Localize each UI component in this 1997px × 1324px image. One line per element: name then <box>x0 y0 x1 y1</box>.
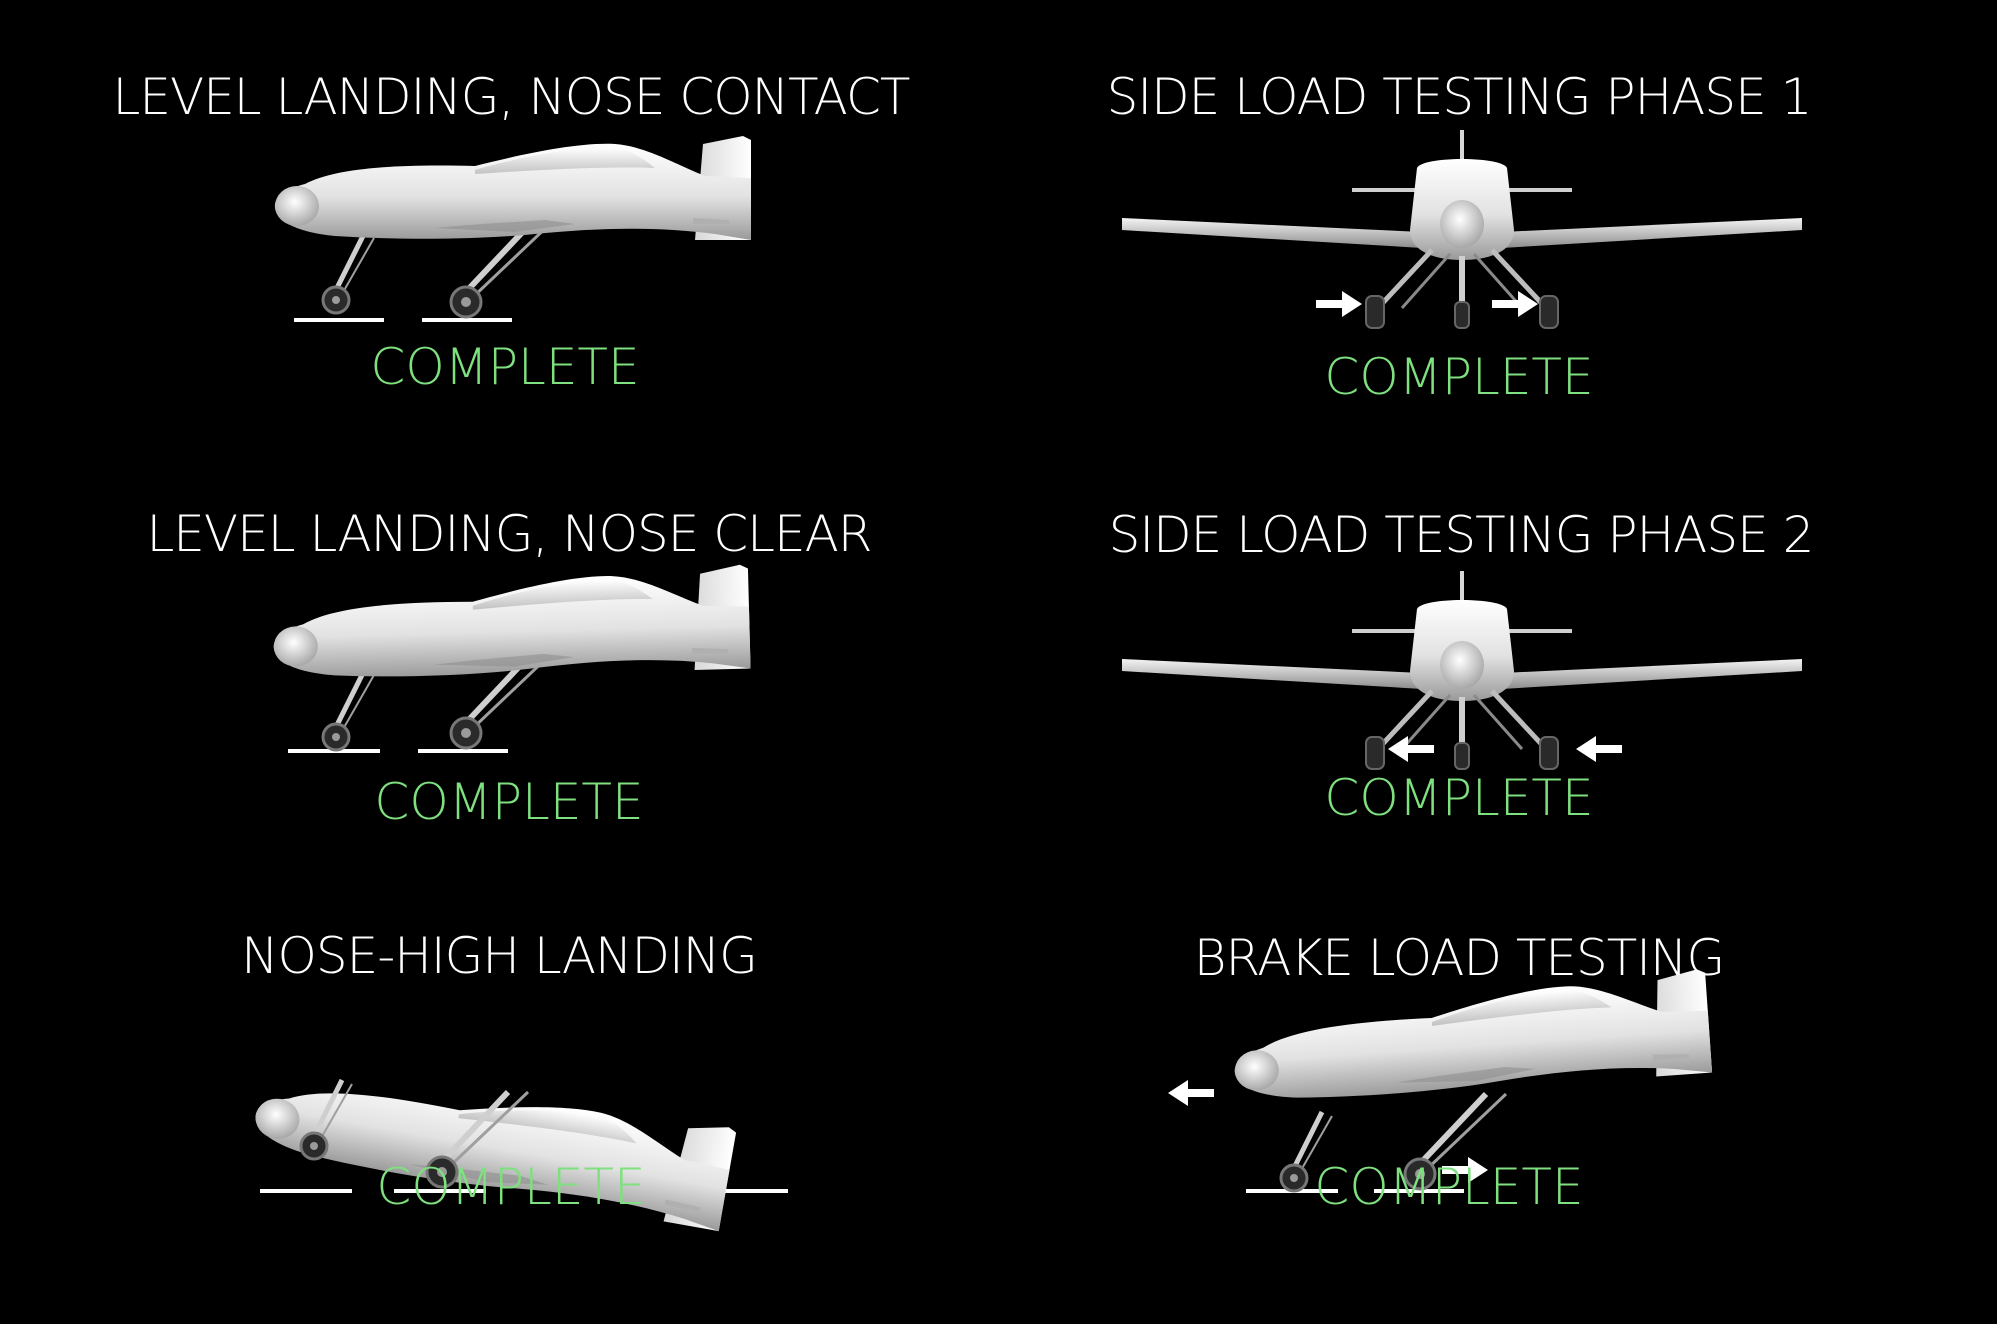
ground-line <box>294 318 512 322</box>
test-title: BRAKE LOAD TESTING <box>1193 929 1725 987</box>
test-panel-brake-load-testing: BRAKE LOAD TESTING COMPLETE <box>998 882 1996 1323</box>
status-complete-label: COMPLETE <box>1324 348 1594 406</box>
airplane-side-view-illustration <box>271 564 751 753</box>
arrow-left-icon <box>1576 736 1622 762</box>
airplane-side-view-illustration <box>249 1045 788 1232</box>
test-panel-nose-high-landing: NOSE-HIGH LANDING COMPLETE <box>0 882 998 1323</box>
ground-line <box>288 749 508 753</box>
test-panel-level-landing-nose-contact: LEVEL LANDING, NOSE CONTACT COMPLETE <box>0 0 998 441</box>
airplane-side-view-illustration <box>274 136 751 322</box>
test-title: LEVEL LANDING, NOSE CLEAR <box>146 505 872 563</box>
test-title: SIDE LOAD TESTING PHASE 2 <box>1108 506 1815 564</box>
status-complete-label: COMPLETE <box>376 1158 646 1216</box>
test-panel-level-landing-nose-clear: LEVEL LANDING, NOSE CLEAR COMPLETE <box>0 441 998 882</box>
status-complete-label: COMPLETE <box>1324 769 1594 827</box>
test-title: NOSE-HIGH LANDING <box>241 927 758 985</box>
test-panel-side-load-phase-1: SIDE LOAD TESTING PHASE 1 COMPLETE <box>998 0 1996 441</box>
status-complete-label: COMPLETE <box>1314 1158 1584 1216</box>
status-complete-label: COMPLETE <box>370 338 640 396</box>
arrow-left-icon <box>1168 1080 1214 1106</box>
test-title: LEVEL LANDING, NOSE CONTACT <box>112 68 911 126</box>
status-complete-label: COMPLETE <box>374 773 644 831</box>
ground-line <box>260 1189 788 1193</box>
test-panel-side-load-phase-2: SIDE LOAD TESTING PHASE 2 COMPLETE <box>998 441 1996 882</box>
arrow-right-icon <box>1316 291 1362 317</box>
airplane-side-view-illustration <box>1168 968 1713 1323</box>
test-title: SIDE LOAD TESTING PHASE 1 <box>1106 68 1813 126</box>
